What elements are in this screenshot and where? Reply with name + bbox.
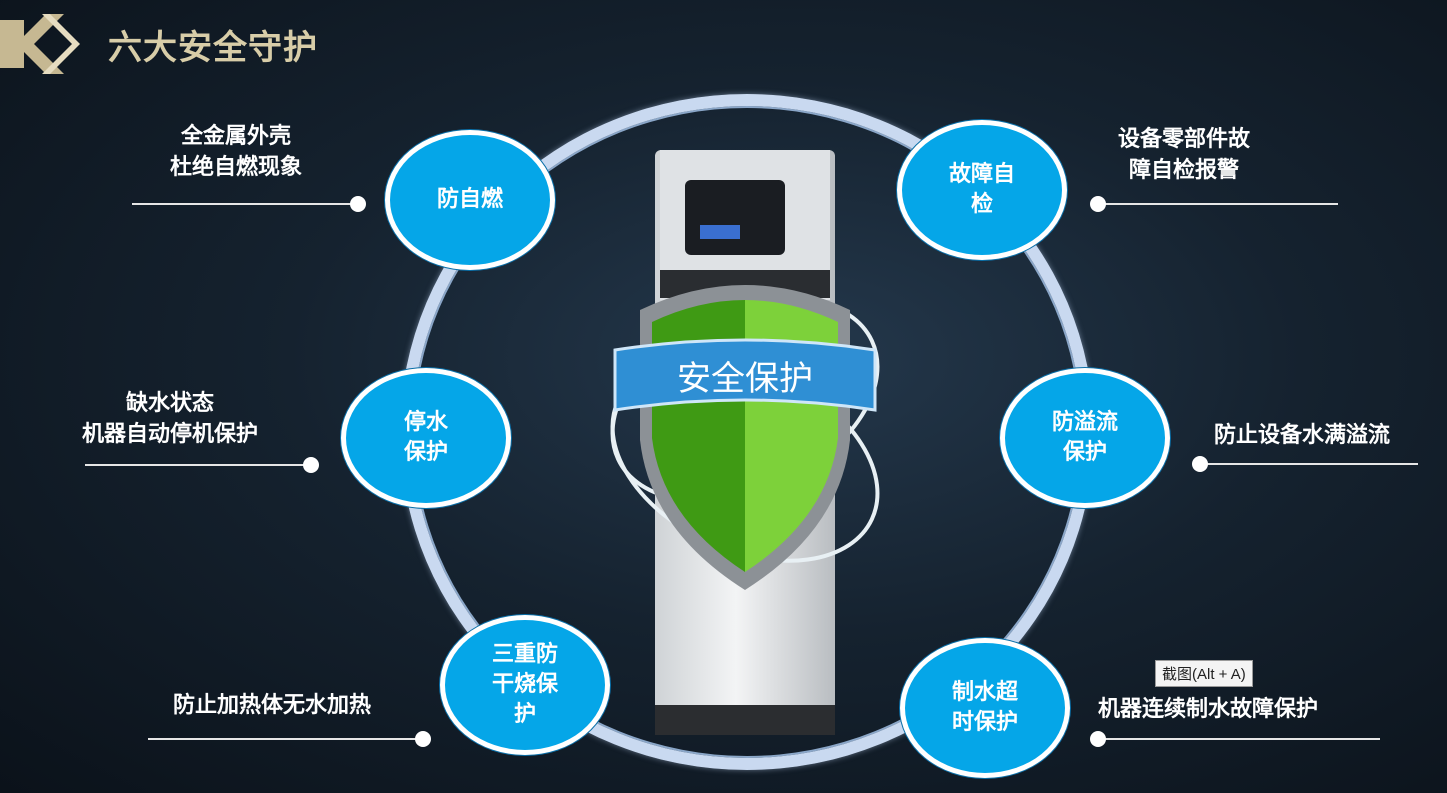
connector-dot [1090,731,1106,747]
node-overflow[interactable]: 防溢流 保护 [1000,368,1170,508]
node-water-shortage[interactable]: 停水 保护 [341,368,511,508]
node-timeout[interactable]: 制水超 时保护 [900,638,1070,778]
water-dispenser-image: 安全保护 [610,150,880,735]
shield-label: 安全保护 [677,359,813,399]
node-fault-self-check[interactable]: 故障自 检 [897,120,1067,260]
screenshot-tooltip: 截图(Alt + A) [1155,660,1253,687]
desc-fault-self-check: 设备零部件故 障自检报警 [1118,127,1251,183]
connector-line [1098,203,1338,205]
desc-anti-combustion: 全金属外壳 杜绝自燃现象 [170,124,303,180]
node-label: 停水 保护 [403,410,448,465]
connector-dot [350,196,366,212]
connector-dot [303,457,319,473]
connector-dot [415,731,431,747]
connector-dot [1090,196,1106,212]
node-label: 故障自 检 [948,162,1015,217]
desc-timeout: 机器连续制水故障保护 [1098,697,1319,722]
node-label: 三重防 干烧保 护 [491,642,558,727]
node-dry-burn[interactable]: 三重防 干烧保 护 [440,615,610,755]
page-title: 六大安全守护 [108,28,318,68]
node-anti-combustion[interactable]: 防自燃 [385,130,555,270]
desc-overflow: 防止设备水满溢流 [1214,423,1391,448]
node-label: 防溢流 保护 [1051,410,1118,465]
connector-dot [1192,456,1208,472]
desc-water-shortage: 缺水状态 机器自动停机保护 [82,391,259,447]
desc-dry-burn: 防止加热体无水加热 [173,693,372,718]
node-label: 防自燃 [436,187,503,212]
title-bar: 六大安全守护 [0,0,400,80]
connector-line [1098,738,1380,740]
connector-line [148,738,424,740]
connector-line [132,203,358,205]
connector-line [1200,463,1418,465]
node-label: 制水超 时保护 [951,680,1018,735]
chevron-arrows-icon [0,14,80,74]
connector-line [85,464,311,466]
